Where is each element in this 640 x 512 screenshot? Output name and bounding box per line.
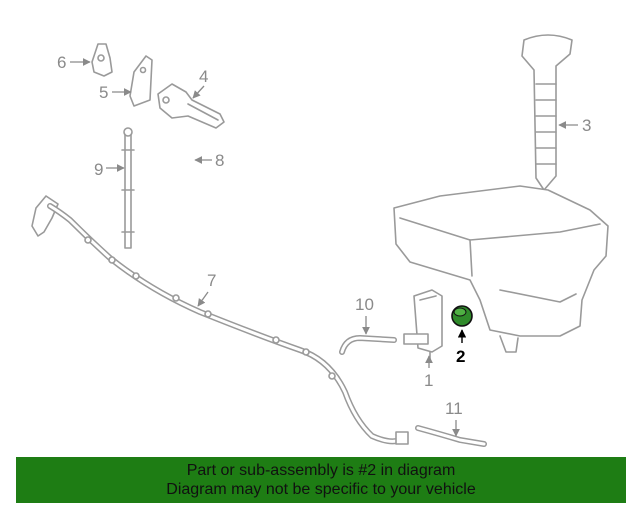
callout-3: 3	[558, 116, 591, 135]
part-2-grommet	[451, 305, 473, 327]
part-5-plate	[129, 55, 153, 107]
part-10-hose	[339, 334, 397, 355]
callout-10: 10	[355, 295, 374, 335]
callout-8: 8	[194, 151, 224, 170]
part-3-reservoir	[393, 34, 609, 353]
svg-text:7: 7	[207, 271, 216, 290]
callout-2[interactable]: 2	[456, 329, 467, 366]
banner-line-1: Part or sub-assembly is #2 in diagram	[186, 462, 456, 479]
part-6-bracket	[91, 43, 113, 77]
part-4-nozzle	[157, 83, 225, 129]
svg-text:3: 3	[582, 116, 591, 135]
callout-9: 9	[94, 160, 125, 179]
callout-7: 7	[197, 271, 216, 307]
svg-text:5: 5	[99, 83, 108, 102]
callout-6: 6	[57, 53, 91, 72]
part-7-hose	[31, 195, 409, 445]
callout-1: 1	[424, 355, 433, 390]
callout-5: 5	[99, 83, 132, 102]
part-9-rod	[121, 127, 135, 249]
svg-text:4: 4	[199, 67, 208, 86]
part-1-pump	[403, 289, 443, 363]
svg-text:11: 11	[445, 399, 463, 418]
callout-4: 4	[192, 67, 208, 99]
svg-text:6: 6	[57, 53, 66, 72]
svg-text:8: 8	[215, 151, 224, 170]
callout-11: 11	[445, 399, 463, 437]
banner-line-2: Diagram may not be specific to your vehi…	[166, 481, 476, 498]
svg-text:10: 10	[355, 295, 374, 314]
svg-text:1: 1	[424, 371, 433, 390]
svg-text:2: 2	[456, 347, 465, 366]
info-banner: Part or sub-assembly is #2 in diagram Di…	[16, 457, 626, 503]
part-11-hose	[415, 425, 487, 447]
part-8-hose	[144, 142, 192, 166]
svg-text:9: 9	[94, 160, 103, 179]
